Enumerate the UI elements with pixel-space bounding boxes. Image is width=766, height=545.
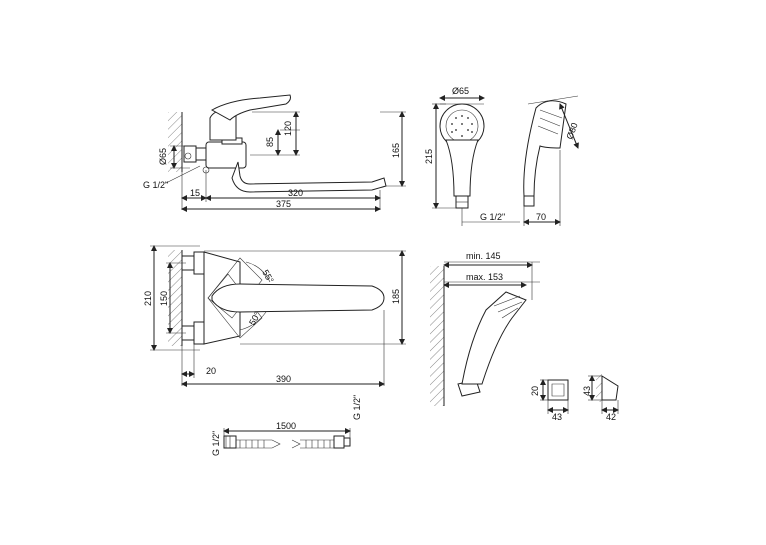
shower-dim-70: 70 (536, 212, 546, 222)
top-view-mixer: 55° 50° 210 150 185 20 390 (143, 245, 406, 387)
dim-320: 320 (288, 188, 303, 198)
dim-d65-side: Ø65 (158, 148, 168, 165)
dim-185: 185 (391, 289, 401, 304)
wall-holder-detail: 20 43 43 42 (530, 374, 619, 422)
dim-375: 375 (276, 199, 291, 209)
dim-hose-g12-left: G 1/2" (211, 431, 221, 456)
holder-dim-20: 20 (530, 386, 540, 396)
dim-hose-g12-right: G 1/2" (352, 395, 362, 420)
holder-dim-43-side: 43 (582, 386, 592, 396)
dim-g12-side: G 1/2" (143, 180, 168, 190)
shower-dim-d80: Ø80 (564, 121, 579, 140)
holder-side (601, 375, 619, 401)
dim-120: 120 (283, 121, 293, 136)
holder-dim-42: 42 (606, 412, 616, 422)
dim-max-153: max. 153 (466, 272, 503, 282)
mixer-body (205, 141, 247, 169)
dim-15: 15 (190, 188, 200, 198)
shower-dim-d65: Ø65 (452, 86, 469, 96)
shower-dim-215: 215 (424, 149, 434, 164)
dim-390: 390 (276, 374, 291, 384)
mixer-spout (231, 161, 387, 193)
shower-dim-g12: G 1/2" (480, 212, 505, 222)
dim-85: 85 (265, 137, 275, 147)
shower-hose: 1500 G 1/2" G 1/2" (211, 395, 362, 456)
wall-hatch (168, 112, 182, 172)
dim-150: 150 (159, 291, 169, 306)
dim-min-145: min. 145 (466, 251, 501, 261)
hand-shower-side: Ø80 70 (523, 95, 580, 226)
dim-hose-1500: 1500 (276, 421, 296, 431)
dim-210: 210 (143, 291, 153, 306)
side-view-mixer: 120 85 165 Ø65 G 1/2" 15 320 375 (143, 94, 406, 212)
holder-dim-43-bottom: 43 (552, 412, 562, 422)
holder-front (547, 379, 569, 401)
wall-hatch-right (430, 266, 444, 406)
dim-20: 20 (206, 366, 216, 376)
shower-on-holder: min. 145 max. 153 (430, 251, 540, 406)
hand-shower-front: Ø65 215 G 1/2" (424, 86, 520, 226)
spout-top (211, 283, 385, 313)
angle-55: 55° (260, 268, 276, 285)
dim-165: 165 (391, 143, 401, 158)
